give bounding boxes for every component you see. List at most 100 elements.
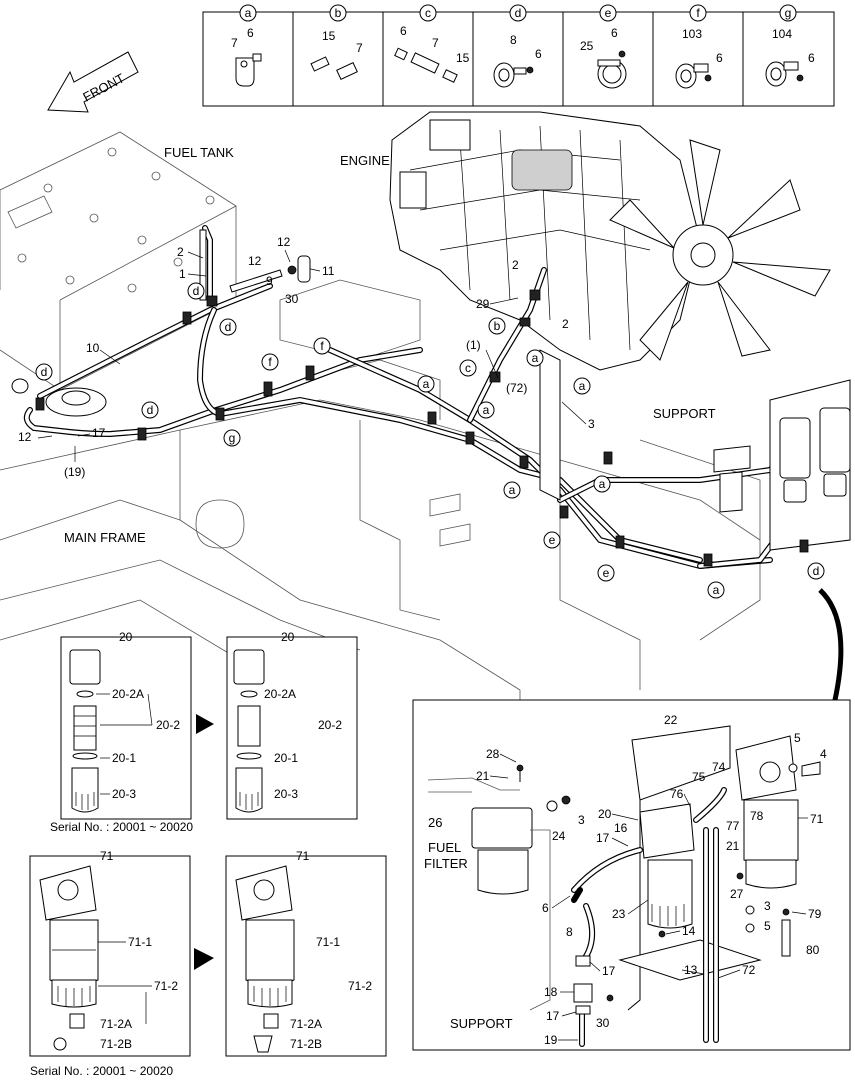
svg-text:d: d — [813, 564, 820, 578]
svg-text:17: 17 — [92, 426, 106, 440]
svg-text:18: 18 — [544, 985, 558, 999]
svg-text:6: 6 — [611, 26, 618, 40]
svg-text:8: 8 — [566, 925, 573, 939]
svg-text:11: 11 — [322, 264, 335, 278]
svg-text:6: 6 — [247, 26, 254, 40]
engine-label: ENGINE — [340, 153, 390, 168]
svg-text:21: 21 — [726, 839, 740, 853]
svg-text:20-3: 20-3 — [274, 787, 298, 801]
table-cell-e: e 25 6 — [580, 4, 627, 89]
main-callouts: 2 1 12 12 9 30 11 10 12 17 (19) 2 29 2 (… — [18, 235, 595, 479]
svg-text:7: 7 — [432, 36, 439, 50]
svg-text:6: 6 — [542, 901, 549, 915]
svg-text:a: a — [509, 483, 516, 497]
svg-text:17: 17 — [602, 964, 616, 978]
svg-text:2: 2 — [177, 245, 184, 259]
svg-text:24: 24 — [552, 829, 566, 843]
svg-text:17: 17 — [596, 831, 610, 845]
svg-text:4: 4 — [820, 747, 827, 761]
detail-26-label: 26 — [428, 815, 442, 830]
svg-text:20-2: 20-2 — [318, 718, 342, 732]
svg-text:76: 76 — [670, 787, 684, 801]
svg-text:a: a — [599, 477, 606, 491]
filter-label: FILTER — [424, 856, 468, 871]
svg-text:c: c — [465, 361, 471, 375]
svg-text:d: d — [147, 403, 154, 417]
table-cell-g: g 104 6 — [765, 4, 815, 87]
svg-text:75: 75 — [692, 770, 706, 784]
svg-text:g: g — [785, 6, 792, 20]
svg-text:72: 72 — [742, 963, 756, 977]
svg-text:12: 12 — [248, 254, 262, 268]
svg-text:12: 12 — [18, 430, 32, 444]
svg-text:20-1: 20-1 — [112, 751, 136, 765]
svg-text:(19): (19) — [64, 465, 85, 479]
svg-text:71: 71 — [100, 849, 114, 863]
svg-text:20: 20 — [281, 630, 295, 644]
svg-text:71-2: 71-2 — [348, 979, 372, 993]
svg-text:20: 20 — [598, 807, 612, 821]
svg-text:d: d — [41, 365, 48, 379]
svg-text:74: 74 — [712, 760, 726, 774]
svg-text:2: 2 — [562, 317, 569, 331]
svg-text:a: a — [423, 377, 430, 391]
svg-text:12: 12 — [277, 235, 291, 249]
svg-text:19: 19 — [544, 1033, 558, 1047]
svg-text:(72): (72) — [506, 381, 527, 395]
svg-text:71: 71 — [810, 812, 824, 826]
main-frame-label: MAIN FRAME — [64, 530, 146, 545]
table-cell-c: c 6 7 15 — [394, 4, 470, 83]
svg-text:77: 77 — [726, 819, 740, 833]
table-cell-d: d 8 6 — [493, 4, 542, 88]
svg-text:d: d — [193, 284, 200, 298]
svg-text:20-3: 20-3 — [112, 787, 136, 801]
svg-text:a: a — [579, 379, 586, 393]
svg-text:a: a — [532, 351, 539, 365]
svg-text:10: 10 — [86, 341, 100, 355]
svg-text:20-1: 20-1 — [274, 751, 298, 765]
svg-text:5: 5 — [794, 731, 801, 745]
table-cell-a: a 7 6 — [231, 4, 262, 87]
support-assembly: SUPPORT — [653, 379, 851, 551]
svg-text:103: 103 — [682, 27, 702, 41]
svg-text:6: 6 — [808, 51, 815, 65]
clip-type-table: a 7 6 b 15 7 c 6 7 15 — [202, 4, 835, 107]
svg-text:c: c — [425, 6, 431, 20]
svg-text:3: 3 — [588, 417, 595, 431]
svg-text:7: 7 — [231, 36, 238, 50]
svg-text:3: 3 — [764, 899, 771, 913]
svg-text:a: a — [713, 583, 720, 597]
svg-text:f: f — [320, 339, 324, 353]
svg-text:14: 14 — [682, 924, 696, 938]
svg-text:17: 17 — [546, 1009, 560, 1023]
svg-text:d: d — [515, 6, 522, 20]
svg-text:20-2: 20-2 — [156, 718, 180, 732]
svg-text:79: 79 — [808, 907, 822, 921]
svg-text:71-2A: 71-2A — [100, 1017, 132, 1031]
svg-text:30: 30 — [596, 1016, 610, 1030]
svg-text:Serial No. : 20001 ~ 20020: Serial No. : 20001 ~ 20020 — [50, 820, 193, 834]
fuel-tank-label: FUEL TANK — [164, 145, 234, 160]
svg-text:b: b — [494, 319, 501, 333]
svg-text:20-2A: 20-2A — [264, 687, 296, 701]
svg-text:71-2A: 71-2A — [290, 1017, 322, 1031]
svg-text:25: 25 — [580, 39, 594, 53]
svg-text:2: 2 — [512, 258, 519, 272]
svg-text:e: e — [605, 6, 612, 20]
svg-text:80: 80 — [806, 943, 820, 957]
svg-text:(1): (1) — [466, 338, 481, 352]
svg-text:e: e — [603, 566, 610, 580]
svg-text:78: 78 — [750, 809, 764, 823]
svg-text:f: f — [268, 355, 272, 369]
fuel-label: FUEL — [428, 840, 461, 855]
hose-clamps — [35, 289, 809, 567]
svg-text:71-2: 71-2 — [154, 979, 178, 993]
svg-text:a: a — [483, 403, 490, 417]
svg-text:f: f — [696, 6, 700, 20]
svg-text:104: 104 — [772, 27, 792, 41]
svg-text:71-2B: 71-2B — [290, 1037, 322, 1051]
svg-text:71-1: 71-1 — [128, 935, 152, 949]
svg-text:7: 7 — [356, 41, 363, 55]
svg-text:20-2A: 20-2A — [112, 687, 144, 701]
